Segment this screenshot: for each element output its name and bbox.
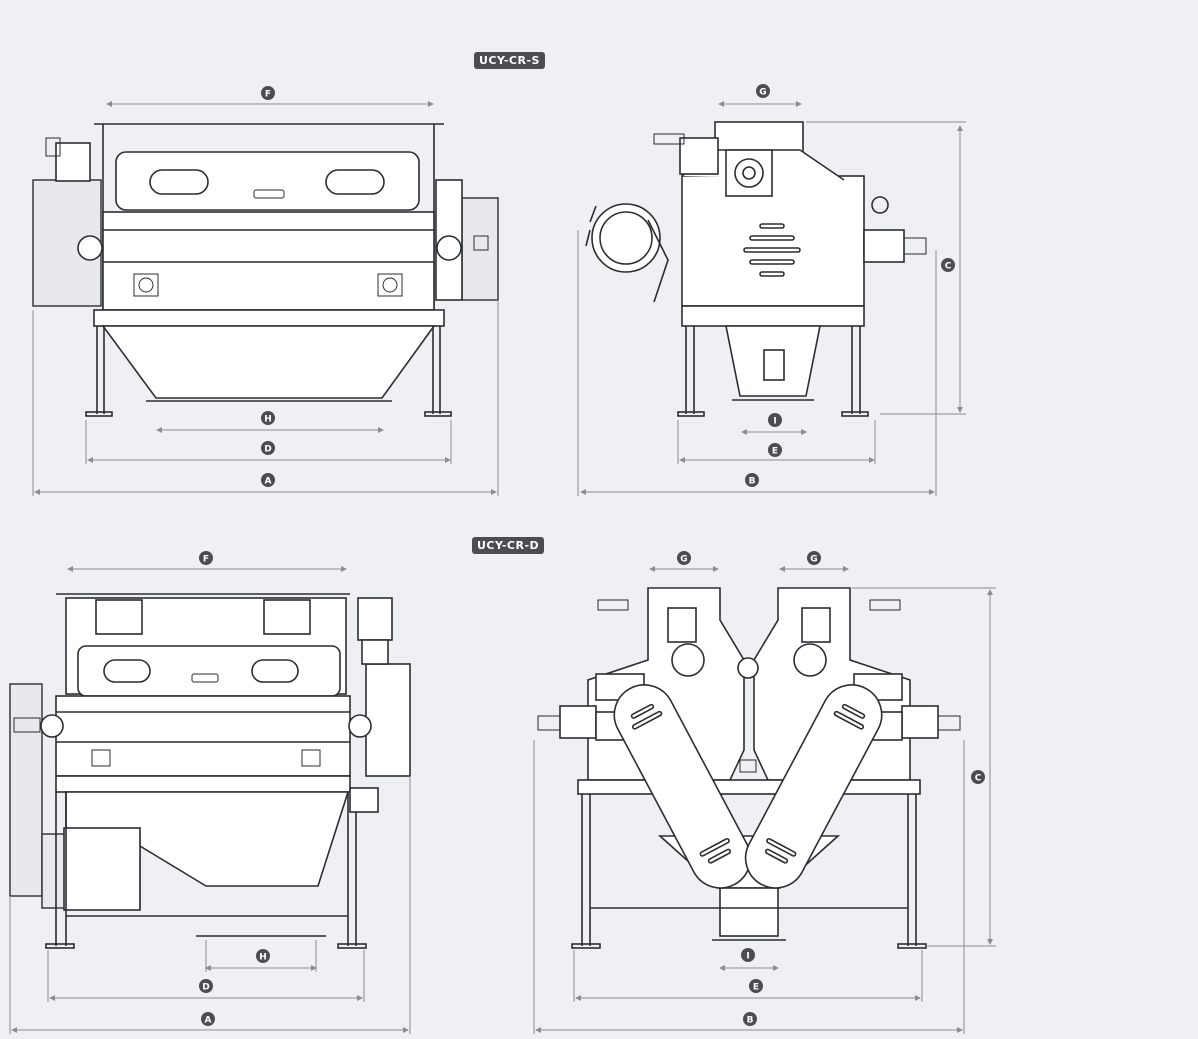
- svg-text:C: C: [975, 774, 982, 784]
- svg-text:I: I: [746, 952, 749, 962]
- svg-text:A: A: [205, 1016, 212, 1026]
- single-front-view: [32, 123, 499, 417]
- single-front-dimensions: [32, 101, 499, 496]
- badge-H-double: H: [256, 949, 270, 963]
- badge-A-double: A: [201, 1012, 215, 1026]
- svg-text:E: E: [753, 983, 759, 993]
- badge-E-double: E: [749, 979, 763, 993]
- model-tag-double: UCY-CR-D: [472, 537, 545, 554]
- badge-A-single: A: [261, 473, 275, 487]
- svg-text:G: G: [759, 88, 766, 98]
- badge-I-double: I: [741, 948, 755, 962]
- model-tag-single: UCY-CR-S: [474, 52, 545, 69]
- double-side-dimensions: [533, 566, 996, 1034]
- svg-text:G: G: [810, 555, 817, 565]
- badge-B-single: B: [745, 473, 759, 487]
- badge-B-double: B: [743, 1012, 757, 1026]
- double-front-dimensions: [9, 566, 411, 1034]
- svg-text:E: E: [772, 447, 778, 457]
- svg-text:I: I: [773, 417, 776, 427]
- svg-text:F: F: [203, 555, 209, 565]
- badge-F-single: F: [261, 86, 275, 100]
- double-front-view: [9, 593, 411, 949]
- badge-G-double-left: G: [677, 551, 691, 565]
- svg-text:H: H: [259, 953, 267, 963]
- badge-C-double: C: [971, 770, 985, 784]
- badge-E-single: E: [768, 443, 782, 457]
- svg-text:C: C: [945, 262, 952, 272]
- badge-F-double: F: [199, 551, 213, 565]
- svg-text:B: B: [749, 477, 756, 487]
- svg-text:F: F: [265, 90, 271, 100]
- svg-text:D: D: [202, 983, 209, 993]
- badge-I-single: I: [768, 413, 782, 427]
- badge-G-double-right: G: [807, 551, 821, 565]
- badge-C-single: C: [941, 258, 955, 272]
- svg-text:G: G: [680, 555, 687, 565]
- svg-text:A: A: [265, 477, 272, 487]
- badge-H-single: H: [261, 411, 275, 425]
- svg-text:B: B: [747, 1016, 754, 1026]
- svg-text:H: H: [264, 415, 272, 425]
- single-side-dimensions: [577, 101, 966, 496]
- svg-text:D: D: [264, 445, 271, 455]
- single-side-view: [585, 121, 927, 417]
- double-side-view: [537, 587, 961, 949]
- badge-G-single: G: [756, 84, 770, 98]
- badge-D-single: D: [261, 441, 275, 455]
- badge-D-double: D: [199, 979, 213, 993]
